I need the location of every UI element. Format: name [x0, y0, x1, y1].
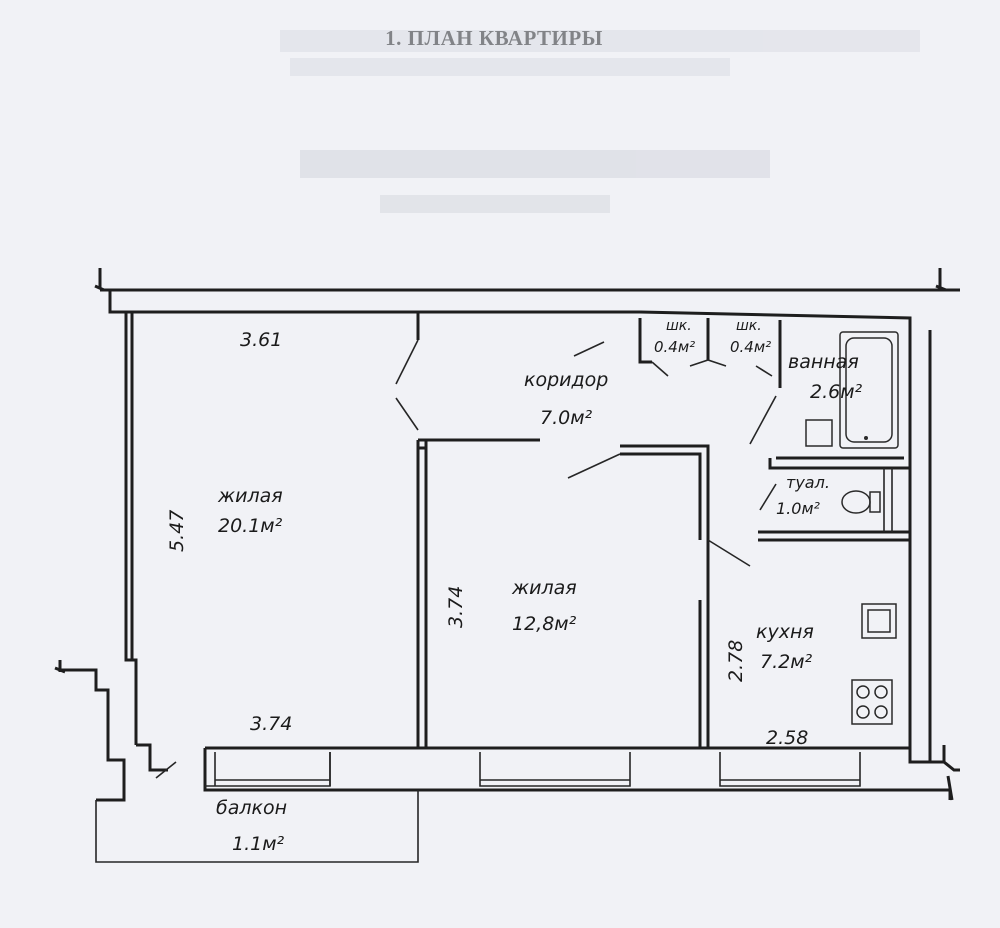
dimension-label: 3.74	[250, 713, 292, 735]
dimension-label: 3.61	[240, 329, 282, 351]
room-area: 2.6м²	[810, 381, 863, 403]
room-closet-2: шк. 0.4м²	[730, 318, 771, 356]
room-area: 0.4м²	[730, 338, 771, 356]
room-area: 20.1м²	[218, 515, 283, 537]
room-area: 1.0м²	[776, 499, 821, 518]
room-area: 0.4м²	[654, 338, 695, 356]
room-name: шк.	[736, 318, 762, 334]
stove	[851, 679, 893, 725]
room-balcony: балкон 1.1м²	[216, 797, 287, 855]
room-corridor: коридор 7.0м²	[524, 369, 608, 429]
room-name: шк.	[666, 318, 692, 334]
room-living-1: жилая 20.1м²	[217, 485, 283, 537]
dimension-label: 3.74	[445, 586, 467, 628]
bleed-through-background	[280, 30, 920, 213]
room-kitchen: кухня 7.2м²	[756, 621, 814, 673]
sink	[805, 419, 833, 447]
dimension-label: 5.47	[166, 510, 188, 552]
room-living-2: жилая 12,8м²	[511, 577, 577, 635]
room-area: 1.1м²	[232, 833, 285, 855]
dimension-label: 2.58	[766, 727, 808, 749]
room-name: ванная	[788, 351, 859, 373]
room-name: коридор	[524, 369, 608, 391]
room-closet-1: шк. 0.4м²	[654, 318, 695, 356]
door-swings	[395, 339, 777, 567]
room-area: 7.2м²	[760, 651, 813, 673]
room-name: туал.	[786, 473, 830, 492]
room-area: 12,8м²	[512, 613, 577, 635]
room-name: жилая	[511, 577, 577, 599]
room-area: 7.0м²	[540, 407, 593, 429]
balcony-outline	[95, 761, 419, 863]
room-name: кухня	[756, 621, 814, 643]
room-toilet: туал. 1.0м²	[776, 473, 830, 518]
kitchen-sink	[861, 603, 897, 639]
interior-walls	[416, 312, 910, 748]
room-bathroom: ванная 2.6м²	[788, 351, 863, 403]
dimension-label: 2.78	[725, 640, 747, 682]
exterior-walls	[54, 268, 960, 802]
room-name: балкон	[216, 797, 287, 819]
toilet	[841, 490, 881, 514]
bathtub	[839, 331, 899, 449]
room-name: жилая	[217, 485, 283, 507]
